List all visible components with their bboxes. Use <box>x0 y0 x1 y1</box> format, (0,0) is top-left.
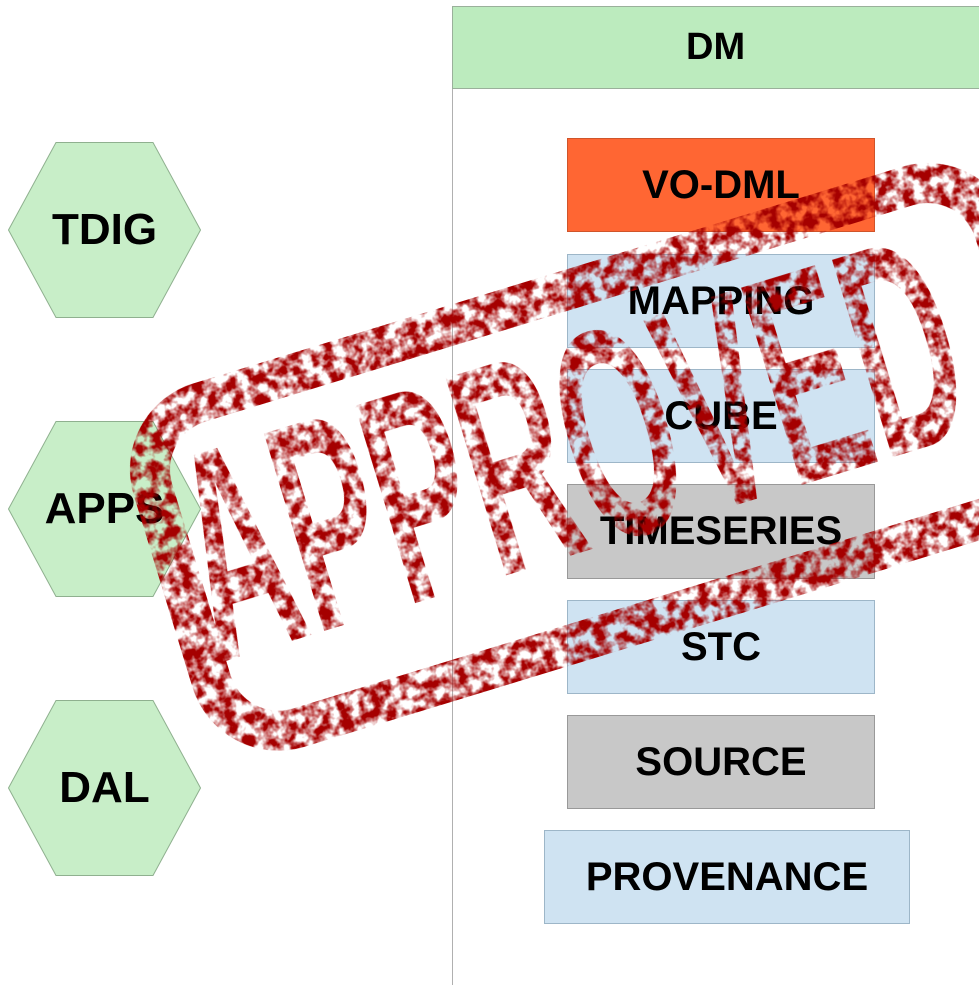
hexagon-tdig: TDIG <box>8 142 201 318</box>
hexagon-label: TDIG <box>51 205 158 254</box>
box-label: MAPPING <box>627 278 815 323</box>
box-label: VO-DML <box>642 162 800 207</box>
dm-header: DM <box>452 6 979 89</box>
box-label: CUBE <box>664 393 778 438</box>
hexagon-apps: APPS <box>8 421 201 597</box>
box-label: SOURCE <box>635 739 807 784</box>
hexagon-label: DAL <box>59 763 150 812</box>
box-stc: STC <box>567 600 875 694</box>
box-label: TIMESERIES <box>599 509 843 553</box>
box-label: STC <box>681 624 761 669</box>
box-provenance: PROVENANCE <box>544 830 910 924</box>
hexagon-label: APPS <box>44 484 165 533</box>
box-timeseries: TIMESERIES <box>567 484 875 579</box>
box-cube: CUBE <box>567 369 875 463</box>
dm-header-label: DM <box>686 26 746 68</box>
box-vo-dml: VO-DML <box>567 138 875 232</box>
box-label: PROVENANCE <box>585 854 869 899</box>
hexagon-dal: DAL <box>8 700 201 876</box>
box-source: SOURCE <box>567 715 875 809</box>
box-mapping: MAPPING <box>567 254 875 348</box>
